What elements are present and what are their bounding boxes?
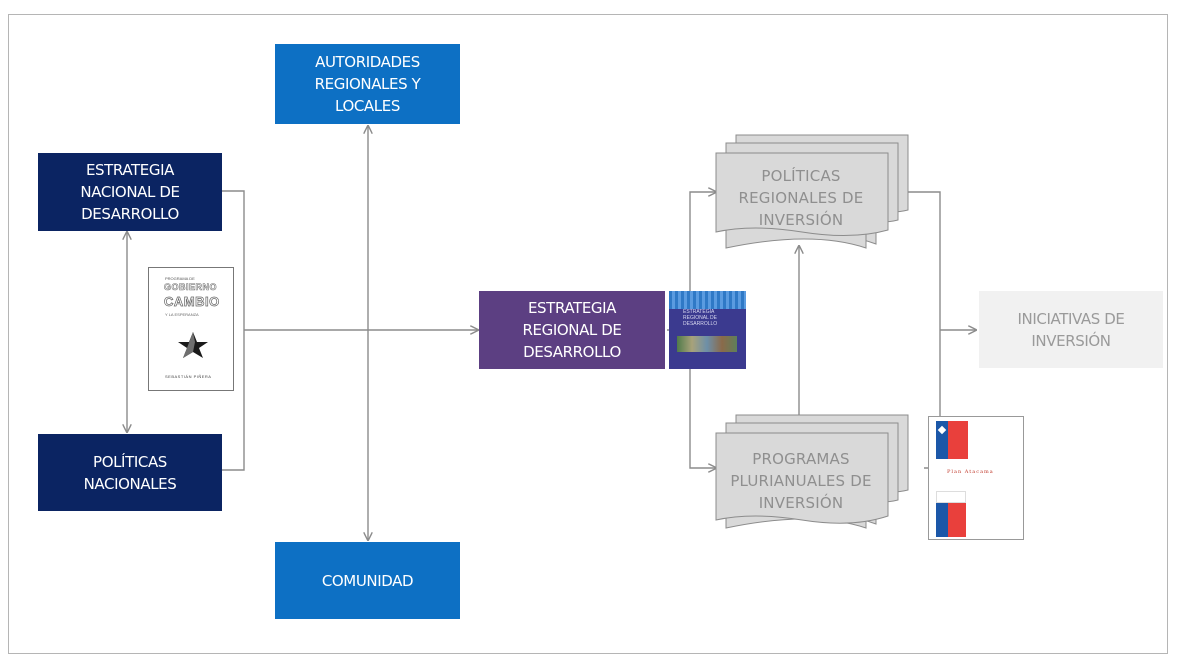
cover-stripes — [669, 291, 746, 309]
cover-l3: DESARROLLO — [683, 321, 718, 327]
thumb-footer: SEBASTIÁN PIÑERA — [165, 374, 212, 379]
plan-atacama-thumbnail: Plan Atacama — [928, 416, 1024, 540]
estrategia-nacional-box: ESTRATEGIA NACIONAL DE DESARROLLO — [38, 153, 222, 231]
politicas-regionales-label: POLÍTICAS REGIONALES DE INVERSIÓN — [738, 167, 864, 229]
cover-photo-strip — [677, 336, 737, 352]
thumb-big2: CAMBIO — [164, 294, 220, 310]
politicas-nacionales-box: POLÍTICAS NACIONALES — [38, 434, 222, 511]
autoridades-box: AUTORIDADES REGIONALES Y LOCALES — [275, 44, 460, 124]
programas-plurianuales-label: PROGRAMAS PLURIANUALES DE INVERSIÓN — [730, 450, 872, 512]
connector-to-politicas — [689, 192, 716, 330]
politicas-document-stack — [715, 134, 909, 249]
estrategia-regional-cover-thumbnail: ESTRATEGIA REGIONAL DE DESARROLLO — [669, 291, 746, 369]
cover-l2: REGIONAL DE — [683, 315, 717, 321]
chile-flag-top — [936, 421, 968, 459]
chile-flag-bottom — [936, 491, 966, 537]
cover-l1: ESTRATEGIA — [683, 309, 715, 315]
estrategia-regional-box: ESTRATEGIA REGIONAL DE DESARROLLO — [479, 291, 665, 369]
diagram-frame — [8, 14, 1168, 654]
comunidad-box: COMUNIDAD — [275, 542, 460, 619]
iniciativas-box: INICIATIVAS DE INVERSIÓN — [979, 291, 1163, 368]
star-icon — [178, 332, 208, 358]
programa-gobierno-thumbnail: PROGRAMA DE GOBIERNO CAMBIO Y LA ESPERAN… — [148, 267, 234, 391]
plan-atacama-title: Plan Atacama — [947, 469, 994, 475]
thumb-line1: PROGRAMA DE — [165, 276, 195, 281]
thumb-line2: Y LA ESPERANZA — [165, 312, 199, 317]
programas-document-stack — [715, 414, 909, 529]
connector-to-programas — [689, 330, 716, 468]
thumb-big1: GOBIERNO — [164, 282, 218, 293]
